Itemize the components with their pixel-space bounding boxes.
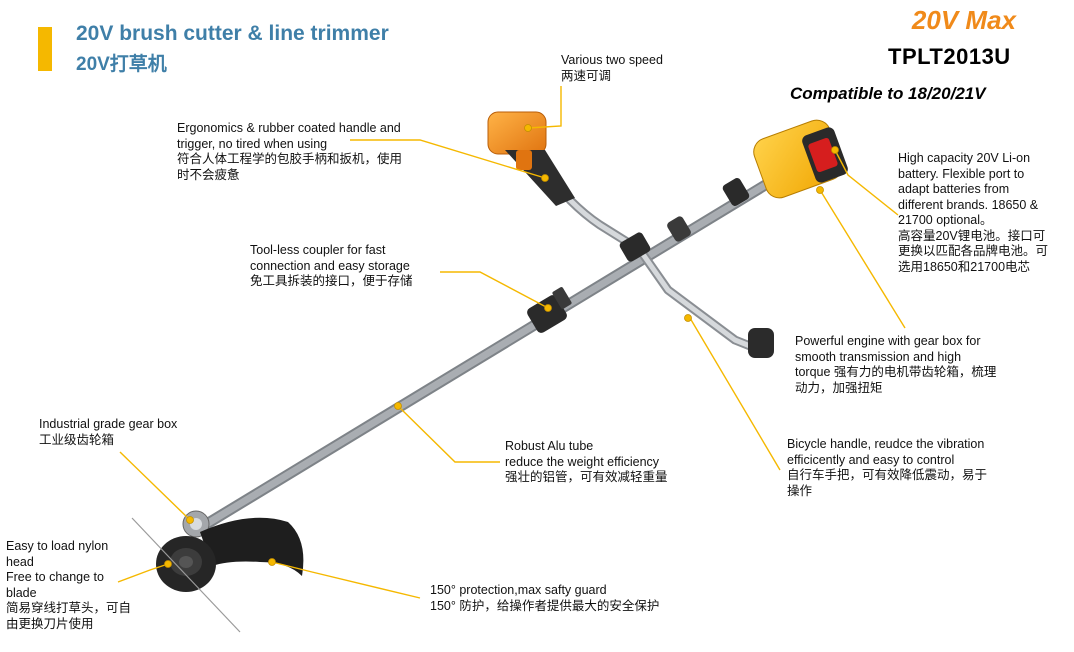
nylon-line bbox=[131, 517, 241, 633]
product-title-en: 20V brush cutter & line trimmer bbox=[76, 22, 389, 45]
callout-engine: Powerful engine with gear box for smooth… bbox=[795, 334, 997, 395]
callout-battery: High capacity 20V Li-on battery. Flexibl… bbox=[898, 151, 1049, 274]
motor-battery-pack bbox=[753, 119, 848, 199]
safety-guard bbox=[200, 517, 304, 576]
callout-gear-box: Industrial grade gear box 工业级齿轮箱 bbox=[39, 417, 178, 447]
callout-two-speed: Various two speed 两速可调 bbox=[561, 53, 663, 83]
tool-less-coupler bbox=[527, 287, 572, 333]
voltage-badge: 20V Max bbox=[911, 5, 1016, 35]
compatibility-note: Compatible to 18/20/21V bbox=[790, 84, 986, 103]
nylon-trimmer-head bbox=[156, 536, 216, 592]
callout-alu-tube: Robust Alu tube reduce the weight effici… bbox=[505, 439, 668, 484]
rear-handle bbox=[487, 111, 575, 206]
callout-bicycle-handle: Bicycle handle, reudce the vibration eff… bbox=[787, 437, 988, 498]
model-number: TPLT2013U bbox=[888, 44, 1011, 69]
product-title-cn: 20V打草机 bbox=[76, 54, 167, 75]
shaft-joint bbox=[722, 178, 750, 206]
callout-safety-guard: 150° protection,max safty guard 150° 防护，… bbox=[430, 583, 660, 613]
callout-nylon-head: Easy to load nylon head Free to change t… bbox=[6, 539, 132, 631]
callout-coupler: Tool-less coupler for fast connection an… bbox=[250, 243, 413, 288]
title-accent-bar bbox=[38, 27, 52, 71]
handlebar-clamp bbox=[619, 232, 651, 262]
leader-lines bbox=[117, 86, 906, 599]
leader-dots bbox=[164, 124, 839, 568]
bicycle-grip bbox=[748, 328, 774, 358]
callout-ergonomic-handle: Ergonomics & rubber coated handle and tr… bbox=[177, 121, 403, 182]
